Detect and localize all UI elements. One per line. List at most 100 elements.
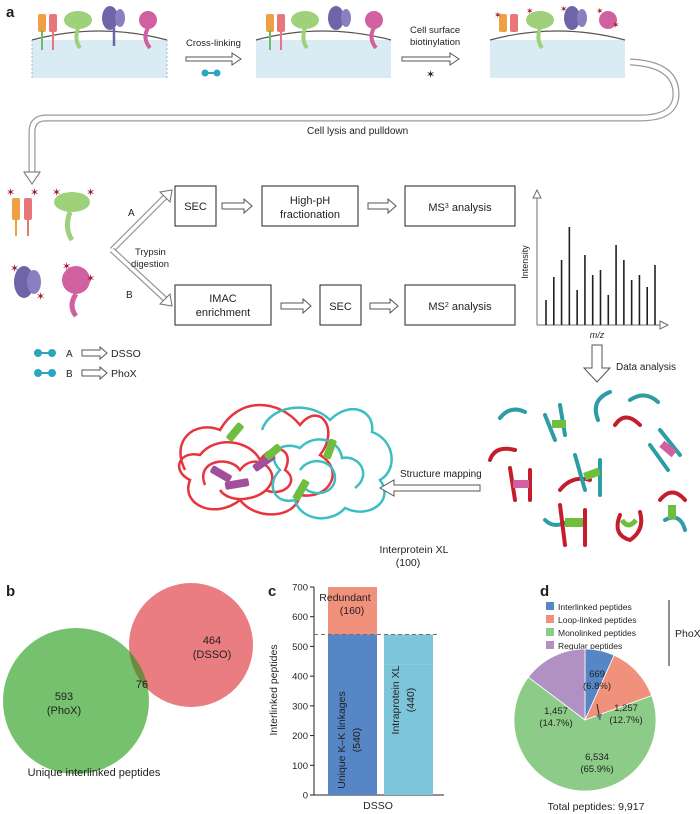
- bar-label-interprotein: Interprotein XL: [380, 544, 449, 556]
- bar-label-intraprotein: Intraprotein XL: [390, 665, 402, 734]
- biotinylation-label-1: Cell surface: [410, 25, 460, 36]
- route-b-steps: IMAC enrichment SEC MS2 analysis: [174, 284, 516, 326]
- legend-letter-a: A: [66, 349, 73, 360]
- svg-text:✶: ✶: [612, 20, 620, 30]
- bar-value-redundant: (160): [340, 605, 365, 617]
- pie-legend-swatch: [546, 602, 554, 610]
- pie-value-label: 6,534: [585, 752, 609, 763]
- venn-dsso-value: 464: [203, 635, 221, 647]
- bar-segment: [384, 634, 433, 665]
- ms2-box: [404, 284, 516, 326]
- biotin-star-icon: ✶: [426, 69, 435, 81]
- bar-value-unique: (540): [351, 728, 363, 753]
- venn-overlap-value: 76: [136, 679, 148, 691]
- venn-diagram: 593 (PhoX) 464 (DSSO) 76 Unique interlin…: [3, 583, 253, 779]
- structure-mapping-arrow: Structure mapping: [378, 469, 482, 497]
- cell-membrane-2: [255, 6, 392, 78]
- venn-circle-dsso: [129, 583, 253, 707]
- trypsin-fork: A B Trypsin digestion: [109, 189, 173, 307]
- pie-slice: [584, 654, 653, 721]
- pie-pct-label: (6.8%): [583, 681, 611, 692]
- pie-legend-swatch: [546, 628, 554, 636]
- y-tick-label: 600: [292, 612, 308, 623]
- pie-value-label: 1,257: [614, 703, 638, 714]
- ms3-box: [404, 185, 516, 227]
- y-axis-label: Interlinked peptides: [268, 644, 280, 735]
- bar-label-unique: Unique K–K linkages: [336, 691, 348, 788]
- data-analysis-label: Data analysis: [616, 362, 676, 373]
- pie-value-label: 1,457: [544, 706, 568, 717]
- bar-label-redundant: Redundant: [319, 592, 370, 604]
- cell-membrane-1: [31, 6, 168, 78]
- crosslinker-icon: [201, 69, 221, 77]
- pie-legend-label: Regular peptides: [558, 641, 622, 651]
- svg-text:✶: ✶: [30, 187, 39, 199]
- imac-box: [174, 284, 272, 326]
- legend-phox: B PhoX: [34, 365, 137, 381]
- legend-letter-b: B: [66, 369, 73, 380]
- lysis-arrow: Cell lysis and pulldown: [23, 58, 680, 185]
- y-tick-label: 100: [292, 761, 308, 772]
- y-tick-label: 0: [303, 791, 308, 802]
- highph-label-1: High-pH: [290, 195, 330, 207]
- y-tick-label: 500: [292, 642, 308, 653]
- pie-legend-group: PhoX: [675, 628, 700, 640]
- x-axis-label: DSSO: [363, 800, 393, 812]
- highph-label-2: fractionation: [280, 209, 340, 221]
- panel-label-d: d: [540, 583, 549, 600]
- highph-box: [261, 185, 359, 227]
- y-tick-label: 300: [292, 701, 308, 712]
- labeled-proteins: ✶ ✶ ✶ ✶ ✶ ✶ ✶ ✶: [6, 187, 95, 318]
- lysis-label: Cell lysis and pulldown: [307, 126, 408, 137]
- pie-total-label: Total peptides: 9,917: [548, 801, 645, 813]
- legend-dsso: A DSSO: [34, 345, 141, 361]
- pie-value-label: 669: [589, 669, 605, 680]
- route-a-label: A: [128, 208, 135, 219]
- crosslinking-label: Cross-linking: [186, 38, 241, 49]
- venn-circle-phox: [3, 628, 149, 774]
- pie-legend-swatch: [546, 615, 554, 623]
- bar-segment: [384, 664, 433, 795]
- svg-text:✶: ✶: [86, 273, 95, 285]
- panel-label-c: c: [268, 583, 276, 600]
- panel-label-b: b: [6, 583, 15, 600]
- y-tick-label: 400: [292, 672, 308, 683]
- sec-label-a: SEC: [184, 201, 207, 213]
- ms-spectrum: Intensity m/z: [520, 188, 670, 340]
- protein-structure: [178, 403, 393, 520]
- pie-pct-label: (65.9%): [580, 764, 613, 775]
- legend-name-phox: PhoX: [111, 368, 137, 380]
- svg-text:✶: ✶: [526, 6, 534, 16]
- venn-phox-value: 593: [55, 691, 73, 703]
- venn-dsso-label: (DSSO): [193, 649, 232, 661]
- crosslinking-arrow: Cross-linking: [185, 38, 242, 77]
- svg-text:✶: ✶: [560, 4, 568, 14]
- venn-phox-label: (PhoX): [47, 705, 81, 717]
- data-analysis-arrow: Data analysis: [582, 344, 676, 383]
- cell-membrane-3: ✶ ✶ ✶ ✶ ✶: [489, 4, 626, 78]
- svg-text:✶: ✶: [86, 187, 95, 199]
- spectrum-ylabel: Intensity: [520, 245, 530, 279]
- spectrum-xlabel: m/z: [590, 330, 605, 340]
- structure-mapping-label: Structure mapping: [400, 469, 482, 480]
- trypsin-label-1: Trypsin: [135, 247, 166, 258]
- sec-box-b: [319, 284, 362, 326]
- ms2-label: MS2 analysis: [428, 301, 492, 313]
- crosslinked-peptides: [488, 390, 687, 547]
- pie-legend-label: Monolinked peptides: [558, 628, 636, 638]
- svg-text:✶: ✶: [596, 6, 604, 16]
- svg-text:✶: ✶: [494, 10, 502, 20]
- route-b-label: B: [126, 290, 133, 301]
- bar-segment: [328, 634, 377, 795]
- sec-box-a: [174, 185, 217, 227]
- imac-label-2: enrichment: [196, 307, 250, 319]
- sec-label-b: SEC: [329, 301, 352, 313]
- svg-text:✶: ✶: [52, 187, 61, 199]
- svg-text:✶: ✶: [6, 187, 15, 199]
- svg-text:✶: ✶: [62, 261, 71, 273]
- bar-segment: [328, 587, 377, 635]
- bar-value-interprotein: (100): [396, 557, 421, 569]
